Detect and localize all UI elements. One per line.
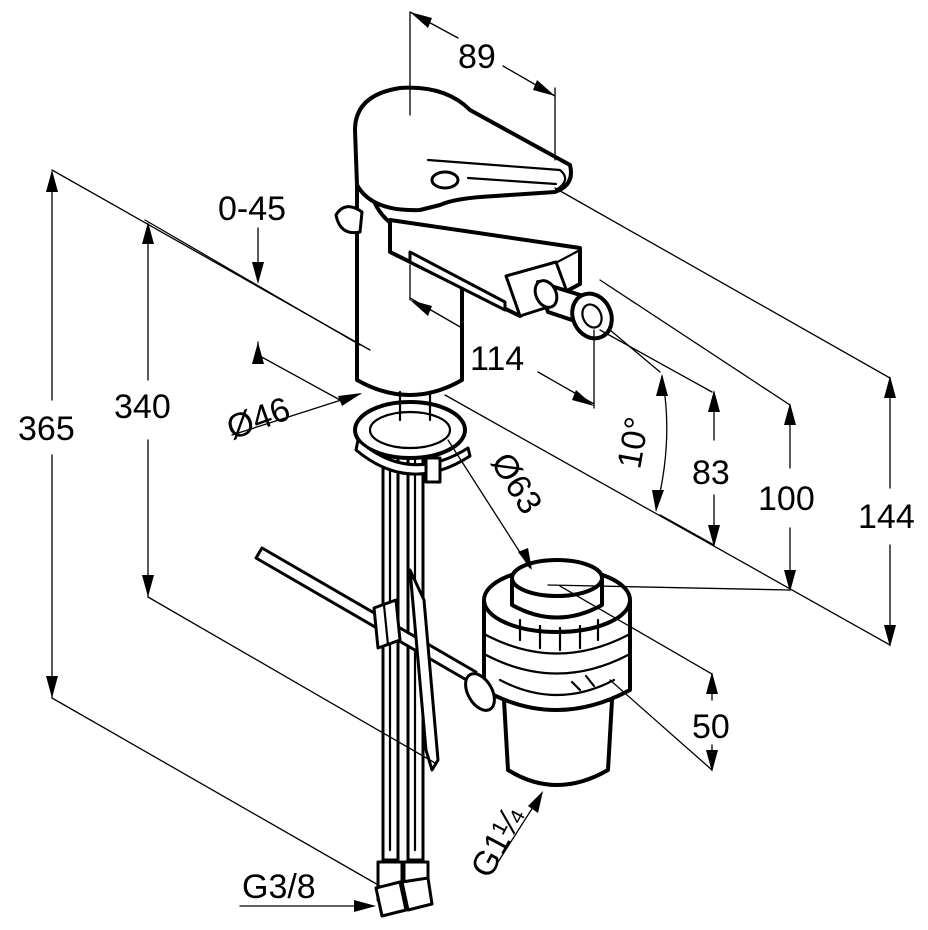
dimension-labels: 89 0-45 114 Ø46 340 365 10° Ø63 83 100 1… (18, 38, 915, 906)
label-340: 340 (114, 388, 171, 426)
label-10-deg: 10° (610, 414, 656, 471)
swivel-nozzle (533, 279, 614, 341)
label-g1-1-4: G1¼ (464, 800, 532, 883)
dimension-lines (46, 11, 896, 912)
label-50: 50 (692, 708, 730, 746)
label-89: 89 (458, 38, 496, 76)
label-0-45: 0-45 (218, 190, 286, 228)
mounting-ring (353, 400, 472, 484)
label-100: 100 (758, 480, 815, 518)
label-114: 114 (470, 340, 524, 378)
label-83: 83 (692, 454, 730, 492)
bidet-mixer (254, 85, 632, 918)
pop-up-lift-rod (254, 546, 478, 772)
waste-valve (464, 558, 632, 787)
label-144: 144 (858, 498, 915, 536)
lever-handle (334, 85, 573, 235)
label-365: 365 (18, 410, 75, 448)
label-g3-8: G3/8 (242, 868, 316, 906)
label-dia-46: Ø46 (222, 390, 295, 448)
